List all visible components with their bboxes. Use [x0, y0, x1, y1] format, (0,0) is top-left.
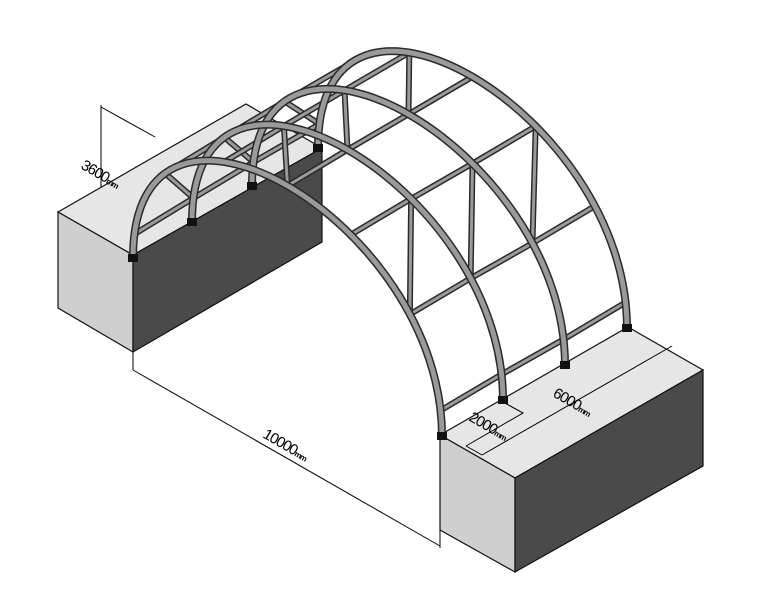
arch-truss-fill: [315, 48, 630, 329]
purlin-fill: [349, 197, 412, 237]
arch-truss-fill: [130, 158, 445, 437]
diagonal-brace-fill: [469, 163, 475, 279]
base-plate: [498, 396, 508, 404]
base-plate: [187, 218, 197, 226]
base-plate: [437, 432, 447, 440]
block-length-line: [481, 345, 673, 456]
block-width-line: [465, 401, 525, 447]
base-plate: [313, 144, 323, 152]
right-concrete-block: [438, 326, 705, 574]
purlin-fill: [500, 338, 565, 376]
base-plate: [128, 254, 138, 262]
arch-truss-fill: [249, 86, 568, 366]
base-plate: [622, 324, 632, 332]
base-plate: [560, 361, 570, 369]
purlin-fill: [283, 88, 346, 128]
purlin-fill: [562, 301, 627, 341]
base-plate: [247, 182, 257, 190]
height-extension-line: [100, 106, 156, 138]
span-dimension-line: [132, 369, 441, 547]
purlin-fill: [409, 276, 472, 316]
span-label: 10000mm: [260, 426, 312, 466]
purlin-fill: [471, 124, 537, 165]
purlin-fill: [343, 51, 411, 92]
purlin-fill: [439, 373, 503, 412]
block-dimension-lines: [465, 345, 673, 456]
block-width-tick: [465, 445, 483, 456]
purlin-fill: [133, 196, 195, 236]
diagonal-brace-fill: [408, 198, 413, 315]
span-unit: mm: [293, 449, 309, 463]
diagonal-brace-fill: [282, 125, 289, 186]
arch-truss-fill: [189, 122, 506, 401]
purlin-fill: [286, 148, 349, 188]
arch-frame: [128, 47, 632, 440]
purlin-fill: [346, 112, 410, 152]
right-block-side: [514, 368, 704, 574]
purlin-fill: [469, 241, 534, 280]
purlin-fill: [531, 204, 596, 245]
diagonal-brace-fill: [164, 172, 195, 200]
diagonal-brace-fill: [407, 52, 411, 115]
purlin-fill: [410, 162, 474, 201]
diagonal-brace-fill: [530, 126, 538, 244]
diagonal-brace-fill: [342, 90, 349, 150]
left-block-side: [132, 146, 323, 354]
purlin-fill: [407, 75, 474, 116]
